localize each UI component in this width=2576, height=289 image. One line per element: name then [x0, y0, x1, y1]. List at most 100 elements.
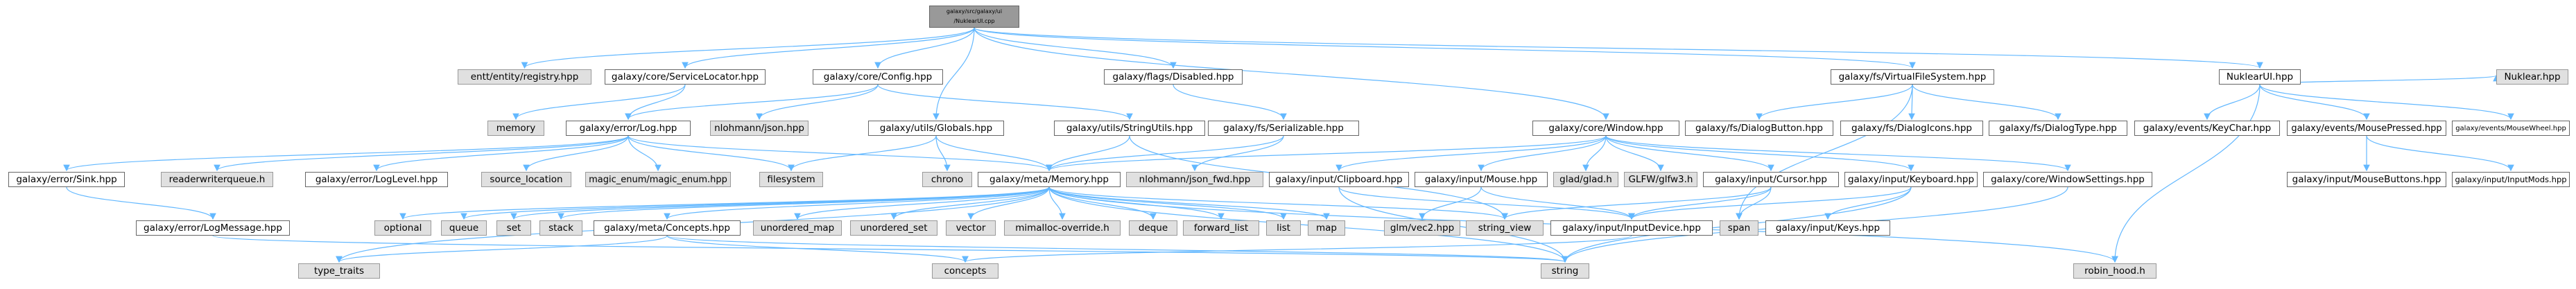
node-robin-hood[interactable]: robin_hood.h — [2073, 263, 2156, 279]
node-service-locator[interactable]: galaxy/core/ServiceLocator.hpp — [605, 69, 766, 85]
node-nlohmann-json-fwd[interactable]: nlohmann/json_fwd.hpp — [1126, 172, 1263, 187]
edge-meta-memory-to-mimalloc-override — [1048, 186, 1066, 220]
edge-error-log-to-readerwriterqueue — [214, 135, 629, 172]
edge-core-window-to-glfw3 — [1605, 135, 1664, 172]
node-readerwriterqueue[interactable]: readerwriterqueue.h — [161, 172, 273, 187]
node-nuklearui-hpp[interactable]: NuklearUI.hpp — [2219, 69, 2301, 85]
edge-meta-memory-to-std-list — [1048, 186, 1287, 220]
edge-meta-memory-to-std-string-view — [1048, 186, 1508, 220]
node-core-windowsettings[interactable]: galaxy/core/WindowSettings.hpp — [1983, 172, 2152, 187]
node-fs-serializable[interactable]: galaxy/fs/Serializable.hpp — [1208, 121, 1359, 136]
node-label: forward_list — [1193, 222, 1249, 234]
node-input-keys[interactable]: galaxy/input/Keys.hpp — [1765, 220, 1890, 236]
edge-nuklearui-cpp-to-flags-disabled — [974, 27, 1177, 69]
node-label: nlohmann/json_fwd.hpp — [1139, 174, 1251, 185]
node-nuklearui-cpp[interactable]: galaxy/src/galaxy/ui /NuklearUI.cpp — [929, 6, 1019, 28]
edge-error-log-to-error-loglevel — [373, 135, 629, 172]
node-label: concepts — [944, 265, 987, 277]
node-std-optional[interactable]: optional — [374, 220, 431, 236]
edge-virtual-filesystem-to-fs-dialogbutton — [1756, 84, 1913, 121]
node-label: source_location — [490, 174, 563, 185]
node-label: span — [1727, 222, 1751, 234]
node-label: galaxy/input/InputMods.hpp — [2455, 175, 2567, 184]
node-std-string-view[interactable]: string_view — [1466, 220, 1544, 236]
node-std-memory[interactable]: memory — [487, 121, 544, 136]
node-source-location[interactable]: source_location — [481, 172, 571, 187]
node-mimalloc-override[interactable]: mimalloc-override.h — [1004, 220, 1121, 236]
node-std-map[interactable]: map — [1308, 220, 1345, 236]
node-label: galaxy/input/Cursor.hpp — [1715, 174, 1827, 185]
node-events-mousepressed[interactable]: galaxy/events/MousePressed.hpp — [2287, 121, 2446, 136]
node-utils-stringutils[interactable]: galaxy/utils/StringUtils.hpp — [1054, 121, 1205, 136]
node-virtual-filesystem[interactable]: galaxy/fs/VirtualFileSystem.hpp — [1831, 69, 1994, 85]
edge-utils-stringutils-to-meta-memory — [1046, 135, 1130, 172]
node-std-stack[interactable]: stack — [539, 220, 582, 236]
node-std-deque[interactable]: deque — [1129, 220, 1177, 236]
node-fs-dialogtype[interactable]: galaxy/fs/DialogType.hpp — [1989, 121, 2127, 136]
node-label: galaxy/input/MouseButtons.hpp — [2292, 174, 2441, 185]
node-std-string[interactable]: string — [1541, 263, 1589, 279]
node-input-inputdevice[interactable]: galaxy/input/InputDevice.hpp — [1550, 220, 1713, 236]
node-flags-disabled[interactable]: galaxy/flags/Disabled.hpp — [1104, 69, 1243, 85]
edge-meta-memory-to-std-optional — [399, 186, 1050, 220]
node-std-unordered-set[interactable]: unordered_set — [850, 220, 937, 236]
node-label: map — [1316, 222, 1337, 234]
node-utils-globals[interactable]: galaxy/utils/Globals.hpp — [868, 121, 1004, 136]
node-label: queue — [449, 222, 479, 234]
node-label: galaxy/src/galaxy/ui /NuklearUI.cpp — [946, 8, 1003, 24]
node-fs-dialogbutton[interactable]: galaxy/fs/DialogButton.hpp — [1685, 121, 1833, 136]
edge-config-to-utils-stringutils — [877, 84, 1133, 121]
edge-nuklearui-cpp-to-utils-globals — [933, 27, 975, 121]
node-error-loglevel[interactable]: galaxy/error/LogLevel.hpp — [305, 172, 448, 187]
node-glad[interactable]: glad/glad.h — [1553, 172, 1618, 187]
edge-error-logmessage-to-std-string — [212, 235, 1568, 263]
node-input-cursor[interactable]: galaxy/input/Cursor.hpp — [1703, 172, 1839, 187]
node-core-window[interactable]: galaxy/core/Window.hpp — [1532, 121, 1679, 136]
node-input-mouse[interactable]: galaxy/input/Mouse.hpp — [1415, 172, 1548, 187]
node-glfw3[interactable]: GLFW/glfw3.h — [1624, 172, 1697, 187]
node-magic-enum[interactable]: magic_enum/magic_enum.hpp — [585, 172, 731, 187]
node-fs-dialogicons[interactable]: galaxy/fs/DialogIcons.hpp — [1840, 121, 1983, 136]
edge-virtual-filesystem-to-std-span — [1736, 84, 1913, 220]
edge-error-log-to-source-location — [523, 135, 629, 172]
node-label: galaxy/events/MouseWheel.hpp — [2455, 124, 2566, 132]
node-events-keychar[interactable]: galaxy/events/KeyChar.hpp — [2134, 121, 2280, 136]
node-std-unordered-map[interactable]: unordered_map — [753, 220, 842, 236]
node-label: galaxy/error/Sink.hpp — [16, 174, 117, 185]
node-meta-concepts[interactable]: galaxy/meta/Concepts.hpp — [594, 220, 741, 236]
node-std-chrono[interactable]: chrono — [922, 172, 972, 187]
node-std-forward-list[interactable]: forward_list — [1183, 220, 1259, 236]
node-label: galaxy/fs/Serializable.hpp — [1223, 123, 1344, 134]
node-input-inputmods[interactable]: galaxy/input/InputMods.hpp — [2452, 172, 2570, 187]
node-input-clipboard[interactable]: galaxy/input/Clipboard.hpp — [1269, 172, 1409, 187]
node-input-mousebuttons[interactable]: galaxy/input/MouseButtons.hpp — [2287, 172, 2446, 187]
node-std-filesystem[interactable]: filesystem — [759, 172, 823, 187]
node-nuklear-hpp[interactable]: Nuklear.hpp — [2496, 69, 2568, 85]
node-error-log[interactable]: galaxy/error/Log.hpp — [566, 121, 691, 136]
node-std-span[interactable]: span — [1720, 220, 1758, 236]
node-input-keyboard[interactable]: galaxy/input/Keyboard.hpp — [1844, 172, 1978, 187]
node-std-type-traits[interactable]: type_traits — [298, 263, 380, 279]
node-label: optional — [383, 222, 422, 234]
node-entt-registry[interactable]: entt/entity/registry.hpp — [458, 69, 591, 85]
edge-input-mouse-to-glm-vec2 — [1419, 186, 1482, 220]
node-config[interactable]: galaxy/core/Config.hpp — [813, 69, 943, 85]
node-events-mousewheel[interactable]: galaxy/events/MouseWheel.hpp — [2452, 121, 2570, 136]
node-std-set[interactable]: set — [496, 220, 531, 236]
node-nlohmann-json[interactable]: nlohmann/json.hpp — [710, 121, 809, 136]
node-std-list[interactable]: list — [1266, 220, 1301, 236]
edge-error-log-to-std-filesystem — [628, 135, 795, 172]
node-glm-vec2[interactable]: glm/vec2.hpp — [1384, 220, 1460, 236]
node-std-queue[interactable]: queue — [441, 220, 487, 236]
node-std-concepts[interactable]: concepts — [932, 263, 999, 279]
node-meta-memory[interactable]: galaxy/meta/Memory.hpp — [978, 172, 1121, 187]
node-label: entt/entity/registry.hpp — [470, 71, 579, 82]
node-label: unordered_map — [760, 222, 835, 234]
edge-input-keyboard-to-input-keys — [1824, 186, 1912, 220]
node-label: readerwriterqueue.h — [168, 174, 266, 185]
node-std-vector[interactable]: vector — [946, 220, 996, 236]
node-label: galaxy/core/ServiceLocator.hpp — [611, 71, 759, 82]
node-error-sink[interactable]: galaxy/error/Sink.hpp — [8, 172, 125, 187]
node-error-logmessage[interactable]: galaxy/error/LogMessage.hpp — [136, 220, 290, 236]
